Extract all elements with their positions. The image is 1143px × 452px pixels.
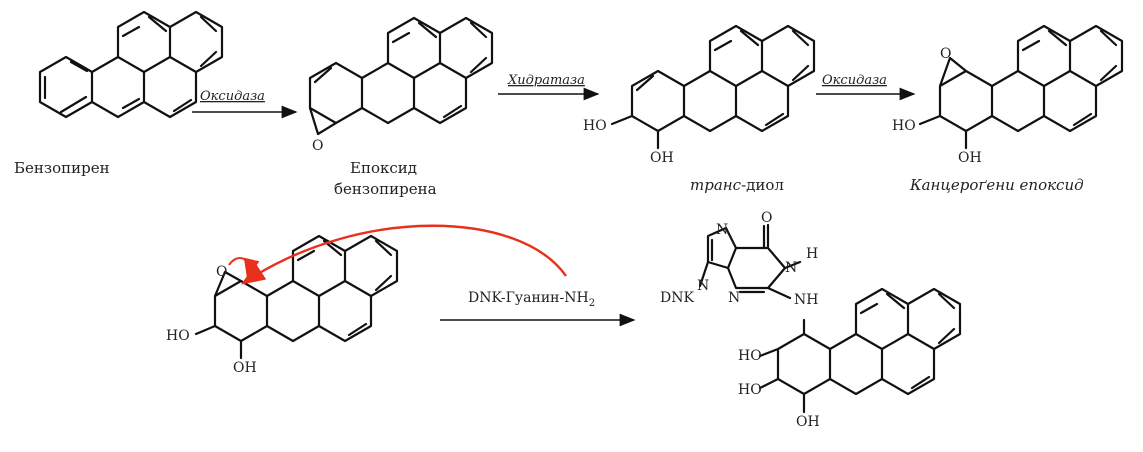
- guanine-n3: N: [728, 290, 740, 306]
- dnk-label: DNK: [660, 290, 694, 306]
- mol3-bonds: [610, 24, 816, 150]
- mol1-bonds: [38, 10, 224, 119]
- reactant-epoxide-structure: O HO OH: [166, 224, 567, 376]
- arrow-2-label: Хидратаза: [507, 73, 585, 88]
- diol-caption-prefix: транс: [690, 176, 742, 194]
- epoxide-structure: O Епоксид бензопирена: [308, 16, 494, 198]
- arrow-dna-guanine: DNK-Гуанин-NH2: [440, 290, 636, 327]
- guanine-n1: N: [785, 260, 797, 276]
- arrow-oxidase-2: Оксидаза: [816, 73, 916, 101]
- reactant-ho: HO: [166, 328, 190, 344]
- arrow-1-label: Оксидаза: [200, 89, 265, 104]
- mol2-bonds: [308, 16, 494, 136]
- epoxide-caption-line2: бензопирена: [334, 180, 437, 198]
- trans-diol-structure: HO OH транс-диол: [583, 24, 816, 194]
- epoxide-caption-line1: Епоксид: [350, 159, 417, 177]
- arrow-hydratase: Хидратаза: [498, 73, 600, 101]
- reagent-prefix: DNK-Гуанин-NH: [468, 290, 589, 306]
- carcinogenic-epoxide-structure: O HO OH Канцероґени епоксид: [892, 24, 1124, 194]
- reagent-label: DNK-Гуанин-NH2: [468, 290, 595, 309]
- reactant-oh: OH: [233, 360, 257, 376]
- dna-adduct-structure: O N N H N N DNK NH HO HO OH: [660, 210, 962, 430]
- adduct-ho2: HO: [738, 382, 762, 398]
- epoxide-opening-arrow: [228, 256, 260, 279]
- adduct-ho1: HO: [738, 348, 762, 364]
- epoxide-o: O: [312, 138, 323, 154]
- adduct-pyrene-bonds: [758, 287, 962, 414]
- diol-ho: HO: [583, 118, 607, 134]
- guanine-h: H: [806, 246, 818, 262]
- mol4-bonds: [918, 24, 1124, 150]
- reactant-o: O: [216, 264, 227, 280]
- carc-ho: HO: [892, 118, 916, 134]
- arrow-3-label: Оксидаза: [822, 73, 887, 88]
- benzopyrene-structure: Бензопирен: [14, 10, 224, 177]
- guanine-bonds: [698, 223, 802, 300]
- guanine-n-top: N: [716, 222, 728, 238]
- diol-caption-suffix: -диол: [741, 176, 784, 194]
- diol-oh: OH: [650, 150, 674, 166]
- diol-caption: транс-диол: [690, 176, 784, 194]
- arrow-oxidase-1: Оксидаза: [192, 89, 298, 119]
- guanine-n9: N: [697, 278, 709, 294]
- reagent-subscript: 2: [589, 298, 595, 309]
- nucleophilic-attack-arrow: [240, 224, 567, 285]
- mol5-bonds: [194, 234, 399, 360]
- carc-o: O: [940, 46, 951, 62]
- benzopyrene-caption: Бензопирен: [14, 159, 110, 177]
- guanine-o: O: [761, 210, 772, 226]
- carc-oh: OH: [958, 150, 982, 166]
- adduct-oh: OH: [796, 414, 820, 430]
- amide-nh: NH: [794, 292, 818, 308]
- carcinogenic-epoxide-caption: Канцероґени епоксид: [909, 176, 1084, 194]
